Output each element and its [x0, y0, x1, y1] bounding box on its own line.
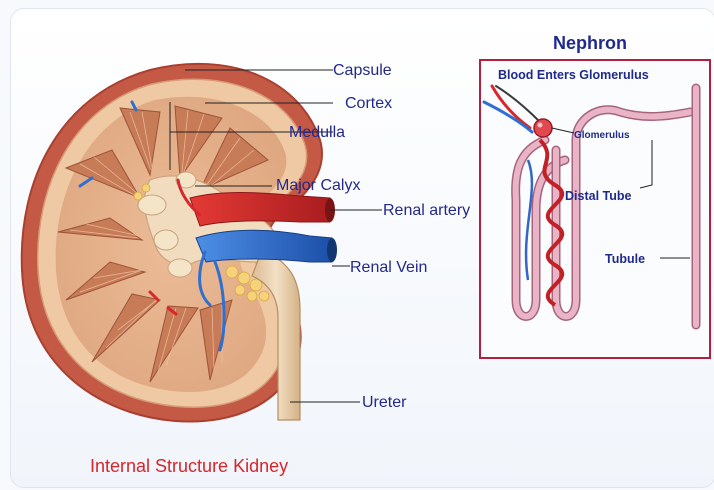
- nephron-title: Nephron: [553, 33, 627, 53]
- renal-vein: [196, 230, 332, 262]
- nephron-subtitle: Blood Enters Glomerulus: [498, 68, 649, 82]
- glomerulus-highlight: [538, 123, 543, 128]
- label-renal-vein: Renal Vein: [350, 259, 427, 276]
- label-tubule: Tubule: [605, 252, 645, 266]
- label-glomerulus: Glomerulus: [574, 130, 630, 141]
- kidney-illustration: [22, 64, 382, 422]
- label-major-calyx: Major Calyx: [276, 177, 360, 194]
- label-cortex: Cortex: [345, 95, 392, 112]
- renal-vein-opening: [327, 238, 337, 262]
- label-ureter: Ureter: [362, 394, 407, 411]
- nephron-panel: [480, 60, 710, 358]
- label-renal-artery: Renal artery: [383, 202, 470, 219]
- label-capsule: Capsule: [333, 62, 392, 79]
- label-distal-tube: Distal Tube: [565, 189, 631, 203]
- label-medulla: Medulla: [289, 124, 345, 141]
- kidney-caption: Internal Structure Kidney: [90, 456, 288, 476]
- glomerulus: [534, 119, 552, 137]
- renal-artery: [190, 193, 330, 227]
